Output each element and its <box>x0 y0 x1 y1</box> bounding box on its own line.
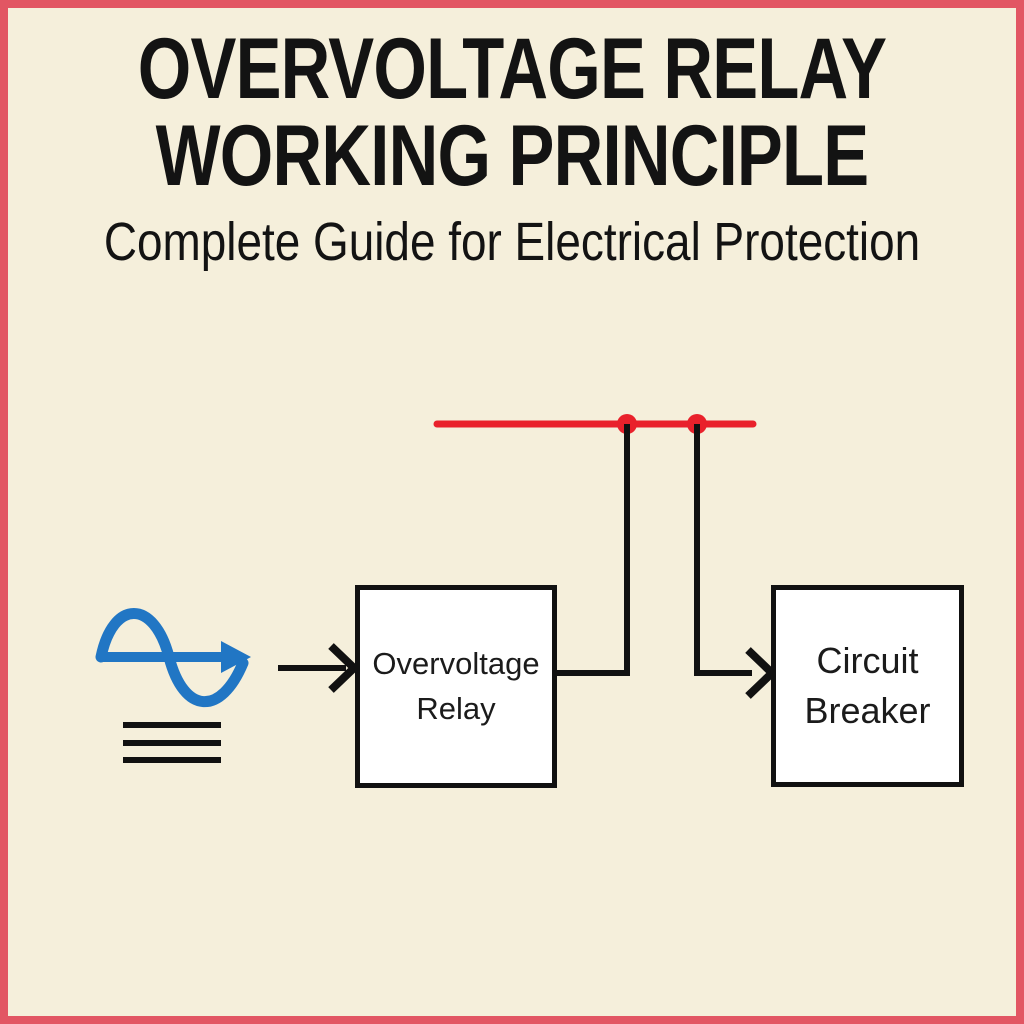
page-title-line1: OVERVOLTAGE RELAY <box>137 21 887 117</box>
relay-sensing-connector <box>557 424 630 676</box>
page-title-line2: WORKING PRINCIPLE <box>155 108 869 204</box>
circuit-breaker-box: Circuit Breaker <box>771 585 964 787</box>
sine-wave-curve <box>95 608 249 708</box>
ground-lines-icon <box>123 722 221 763</box>
ac-sine-wave-icon <box>95 608 251 708</box>
sine-axis-arrowhead-icon <box>221 641 251 673</box>
arrow-into-relay-icon <box>328 643 360 693</box>
overvoltage-relay-label: Overvoltage Relay <box>372 646 540 726</box>
ground-line-1 <box>123 722 221 728</box>
ground-line-3 <box>123 757 221 763</box>
overvoltage-relay-box: Overvoltage Relay <box>355 585 557 788</box>
circuit-breaker-label: Circuit Breaker <box>804 640 931 731</box>
header: OVERVOLTAGE RELAY WORKING PRINCIPLE Comp… <box>0 21 1024 272</box>
trip-connector <box>694 424 752 676</box>
page-subtitle: Complete Guide for Electrical Protection <box>103 212 921 272</box>
ground-line-2 <box>123 740 221 746</box>
